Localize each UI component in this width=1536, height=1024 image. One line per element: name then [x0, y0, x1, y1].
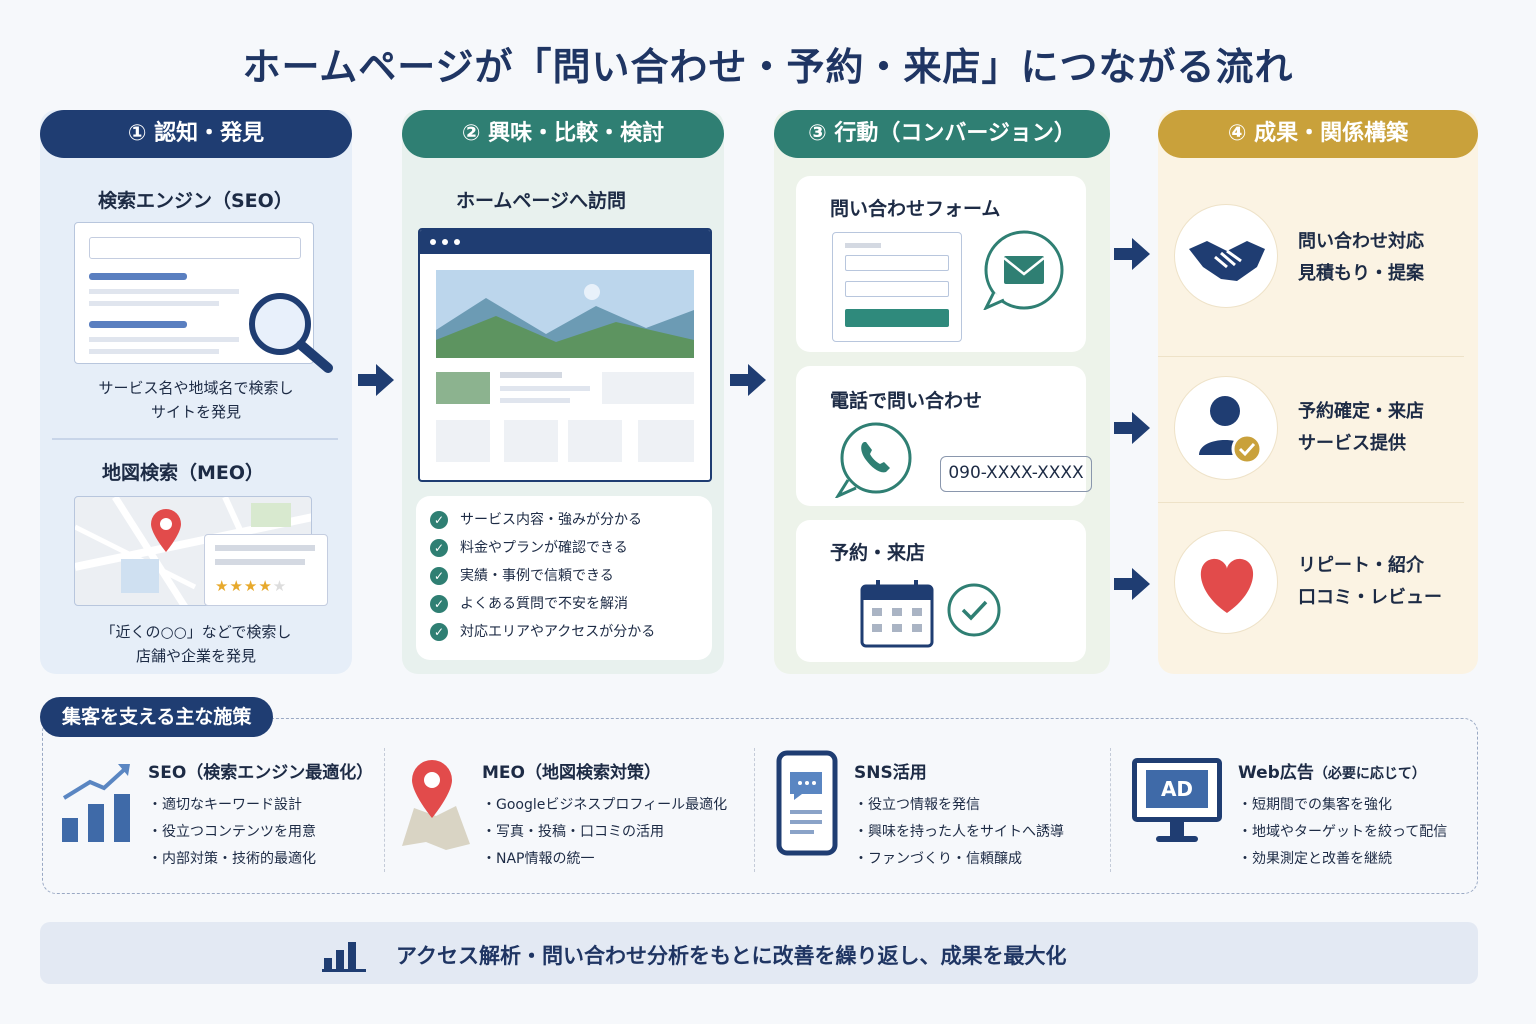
measure-ads-point: ・地域やターゲットを絞って配信	[1238, 824, 1448, 840]
measure-meo-point: ・写真・投稿・口コミの活用	[482, 824, 664, 840]
footer-banner: アクセス解析・問い合わせ分析をもとに改善を繰り返し、成果を最大化	[40, 922, 1478, 984]
contact-form-card: 問い合わせフォーム	[796, 176, 1086, 352]
step-interest-header: ② 興味・比較・検討	[402, 110, 724, 158]
list-item: ✓よくある質問で不安を解消	[430, 590, 712, 618]
arrow-right-icon	[1114, 238, 1150, 270]
step-interest-panel: ② 興味・比較・検討 ホームページへ訪問 ✓サービス内容・強みが分かる ✓料金や…	[402, 110, 724, 674]
step-results-header: ④ 成果・関係構築	[1158, 110, 1478, 158]
measures-tag: 集客を支える主な施策	[40, 697, 274, 737]
bar-chart-icon	[322, 942, 366, 972]
growth-chart-icon	[62, 764, 130, 842]
seo-title: 検索エンジン（SEO）	[98, 190, 293, 212]
measure-ads-point: ・短期間での集客を強化	[1238, 797, 1392, 813]
check-list: ✓サービス内容・強みが分かる ✓料金やプランが確認できる ✓実績・事例で信頼でき…	[416, 496, 712, 660]
measure-seo-point: ・内部対策・技術的最適化	[148, 851, 316, 867]
reservation-title: 予約・来店	[830, 542, 926, 564]
measure-seo-point: ・適切なキーワード設計	[148, 797, 302, 813]
map-info-card: ★★★★★	[204, 534, 328, 606]
measure-sns-title: SNS活用	[854, 763, 927, 783]
page-title: ホームページが「問い合わせ・予約・来店」につながる流れ	[242, 45, 1294, 89]
result-3-line1: リピート・紹介	[1298, 555, 1424, 576]
seo-desc-2: サイトを発見	[150, 403, 241, 421]
list-item: ✓実績・事例で信頼できる	[430, 562, 712, 590]
result-1-line1: 問い合わせ対応	[1298, 231, 1424, 252]
meo-title: 地図検索（MEO）	[102, 462, 265, 484]
search-result-illustration	[74, 222, 314, 364]
form-title: 問い合わせフォーム	[830, 198, 1001, 220]
phone-number: 090-XXXX-XXXX	[940, 456, 1092, 492]
arrow-right-icon	[1114, 568, 1150, 600]
measure-sns-point: ・興味を持った人をサイトへ誘導	[854, 824, 1064, 840]
arrow-right-icon	[730, 364, 766, 396]
meo-desc-2: 店舗や企業を発見	[135, 647, 256, 665]
step-results-panel: ④ 成果・関係構築 問い合わせ対応 見積もり・提案 予約確定・来店 サービス提供…	[1158, 110, 1478, 674]
arrow-right-icon	[1114, 412, 1150, 444]
map-pin-icon	[151, 509, 181, 552]
measure-sns-point: ・役立つ情報を発信	[854, 797, 980, 813]
seo-desc-1: サービス名や地域名で検索し	[98, 379, 294, 397]
measure-meo-point: ・Googleビジネスプロフィール最適化	[482, 797, 728, 813]
measure-seo-point: ・役立つコンテンツを用意	[148, 824, 316, 840]
reservation-card: 予約・来店	[796, 520, 1086, 662]
star-rating-icon: ★★★★★	[215, 577, 288, 595]
footer-text: アクセス解析・問い合わせ分析をもとに改善を繰り返し、成果を最大化	[396, 944, 1067, 968]
landscape-image-icon	[436, 270, 694, 358]
phone-icon	[834, 422, 912, 498]
result-1-line2: 見積もり・提案	[1298, 263, 1424, 284]
phone-title: 電話で問い合わせ	[830, 390, 983, 412]
result-2-line1: 予約確定・来店	[1298, 401, 1424, 422]
visit-title: ホームページへ訪問	[456, 190, 627, 212]
measure-sns-point: ・ファンづくり・信頼醸成	[854, 851, 1022, 867]
magnifier-icon	[249, 293, 333, 373]
divider	[52, 438, 338, 440]
smartphone-chat-icon	[776, 750, 838, 856]
form-illustration	[832, 232, 962, 342]
list-item: ✓サービス内容・強みが分かる	[430, 506, 712, 534]
list-item: ✓料金やプランが確認できる	[430, 534, 712, 562]
measures-panel	[42, 718, 1478, 894]
handshake-icon	[1174, 204, 1278, 308]
website-illustration	[418, 228, 712, 482]
calendar-icon	[860, 580, 934, 648]
step-action-header: ③ 行動（コンバージョン）	[774, 110, 1110, 158]
measure-meo-title: MEO（地図検索対策）	[482, 763, 661, 783]
map-pin-icon	[402, 760, 470, 850]
mail-bubble-icon	[983, 230, 1064, 310]
result-3-line2: 口コミ・レビュー	[1298, 587, 1442, 608]
measure-seo-title: SEO（検索エンジン最適化）	[148, 763, 374, 783]
arrow-right-icon	[358, 364, 394, 396]
meo-desc-1: 「近くの○○」などで検索し	[100, 623, 292, 641]
check-circle-icon	[947, 583, 1001, 637]
list-item: ✓対応エリアやアクセスが分かる	[430, 618, 712, 646]
user-check-icon	[1174, 376, 1278, 480]
measure-meo-point: ・NAP情報の統一	[482, 851, 595, 867]
search-box	[89, 237, 301, 259]
phone-card: 電話で問い合わせ 090-XXXX-XXXX	[796, 366, 1092, 506]
step-awareness-header: ① 認知・発見	[40, 110, 352, 158]
step-awareness-panel: ① 認知・発見 検索エンジン（SEO） サービス名や地域名で検索し サイトを発見…	[40, 110, 352, 674]
measure-ads-point: ・効果測定と改善を継続	[1238, 851, 1392, 867]
heart-icon	[1174, 530, 1278, 634]
measure-ads-title: Web広告（必要に応じて）	[1238, 763, 1426, 783]
ad-monitor-icon: AD	[1132, 758, 1222, 848]
step-action-panel: ③ 行動（コンバージョン） 問い合わせフォーム 電話で問い合わせ 090-XXX…	[774, 110, 1110, 674]
result-2-line2: サービス提供	[1298, 433, 1406, 454]
